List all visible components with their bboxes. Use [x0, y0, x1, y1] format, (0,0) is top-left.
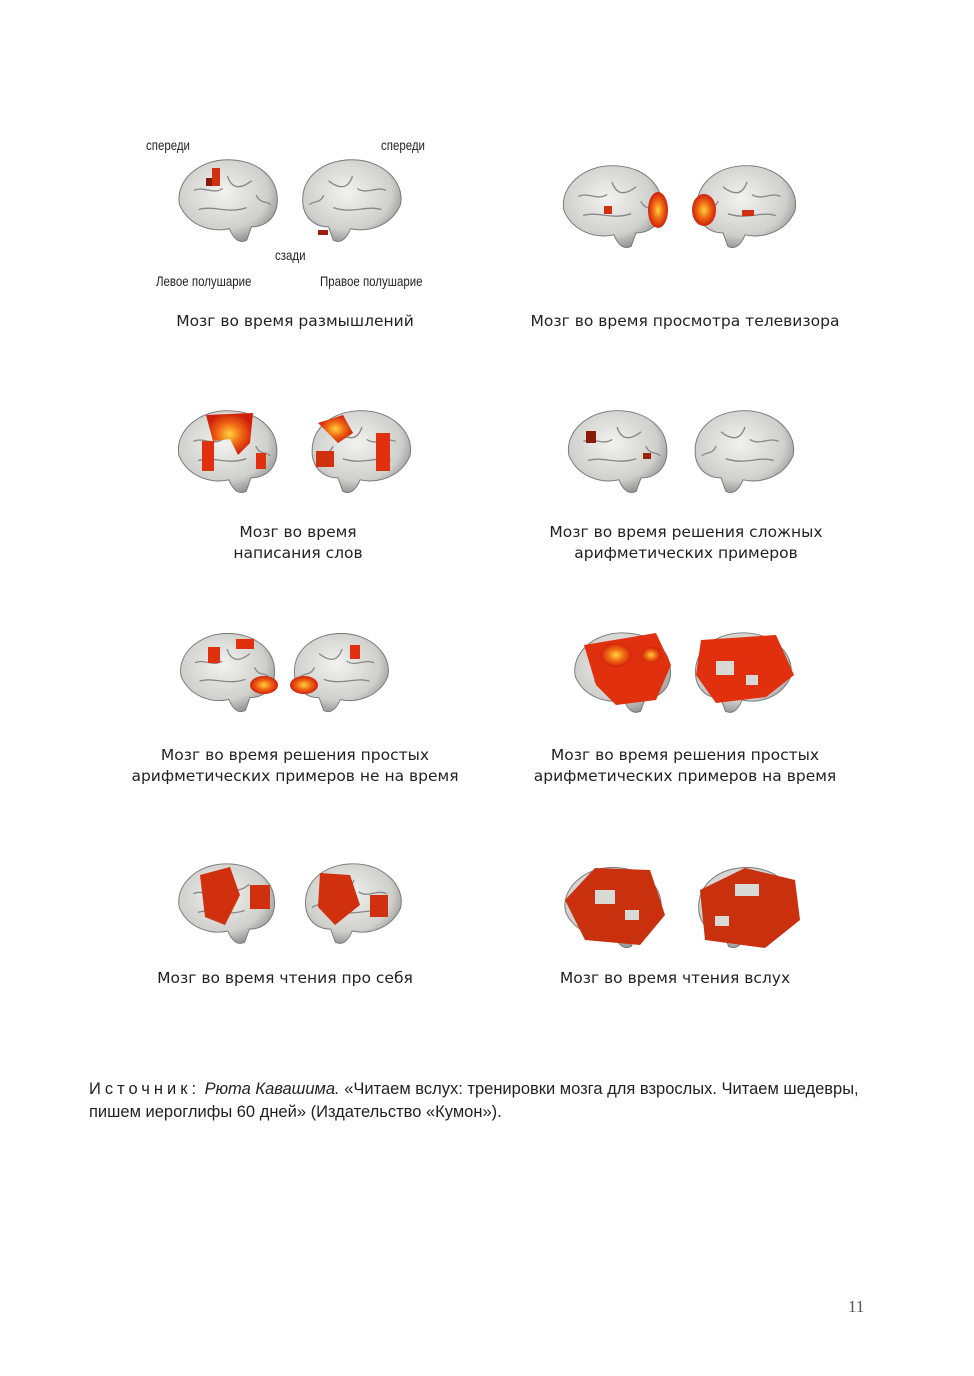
brain-image-simple-timed	[574, 632, 794, 714]
caption: Мозг во время просмотра телевизора	[530, 312, 840, 330]
source-label: Источник:	[89, 1080, 201, 1098]
source-author: Рюта Кавашима.	[204, 1080, 340, 1098]
caption: Мозг во время размышлений	[176, 312, 414, 330]
brain-image-silent-reading	[178, 863, 402, 945]
label-right-hemisphere: Правое полушарие	[320, 273, 423, 289]
caption: Мозг во время чтения вслух	[559, 969, 791, 987]
caption: Мозг во время чтения про себя	[157, 969, 413, 987]
brain-image-simple-untimed	[179, 632, 390, 713]
label-back: сзади	[275, 247, 306, 263]
brain-image-reading-aloud	[564, 866, 800, 949]
brain-image-complex-arithmetic	[567, 409, 795, 494]
source-citation: Источник: Рюта Кавашима. «Читаем вслух: …	[89, 1078, 889, 1124]
brain-image-writing	[177, 409, 412, 494]
label-left-hemisphere: Левое полушарие	[156, 273, 252, 289]
label-front-right: спереди	[381, 137, 425, 153]
brain-image-tv	[562, 164, 797, 249]
page-number: 11	[848, 1297, 865, 1316]
label-front-left: спереди	[146, 137, 190, 153]
source-text: «Читаем вслух: тренировки мозга для взро…	[89, 1080, 859, 1121]
brain-image-thinking	[178, 159, 402, 243]
